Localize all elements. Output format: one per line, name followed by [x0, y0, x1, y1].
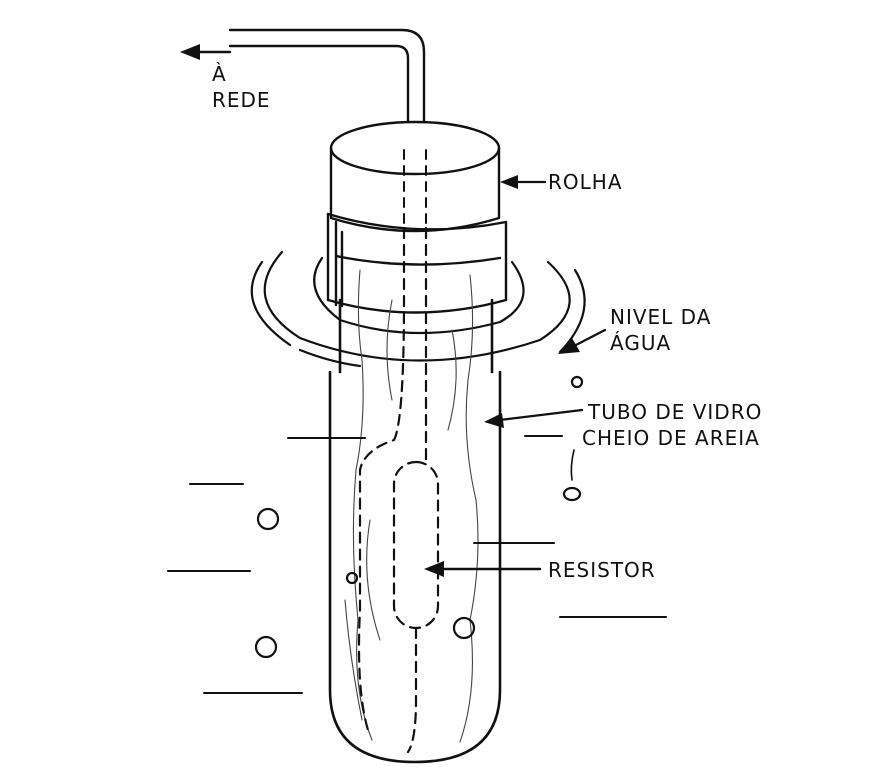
bubble: [570, 375, 584, 389]
label-glass-tube-line2: CHEIO DE AREIA: [582, 426, 760, 450]
bubble: [254, 635, 278, 659]
label-water-level-line1: NIVEL DA: [610, 305, 712, 329]
water-level-arrow-icon: [558, 328, 607, 354]
water-ripples: [250, 250, 586, 368]
label-mains-line2: REDE: [212, 88, 271, 112]
bubble: [256, 507, 280, 531]
label-water-level-line2: ÁGUA: [610, 331, 672, 355]
mains-wire: [228, 28, 426, 142]
label-glass-tube-line1: TUBO DE VIDRO: [588, 400, 763, 424]
sand-texture: [344, 269, 479, 743]
label-stopper: ROLHA: [548, 170, 623, 194]
resistor-element: [357, 226, 440, 754]
bubble: [345, 571, 359, 585]
label-mains-line1: À: [212, 62, 227, 86]
glass-tube: [328, 298, 502, 764]
label-resistor: RESISTOR: [548, 558, 656, 582]
bubble: [562, 486, 582, 502]
bubble: [452, 616, 476, 640]
air-bubbles: [254, 375, 584, 659]
stopper-arrow-icon: [500, 175, 547, 189]
tube-collar: [326, 212, 508, 314]
water-lines: [167, 435, 667, 694]
tube-arrow-icon: [484, 408, 584, 428]
resistor-arrow-icon: [424, 561, 542, 577]
mains-arrow-icon: [180, 44, 232, 60]
stopper: [329, 120, 501, 233]
